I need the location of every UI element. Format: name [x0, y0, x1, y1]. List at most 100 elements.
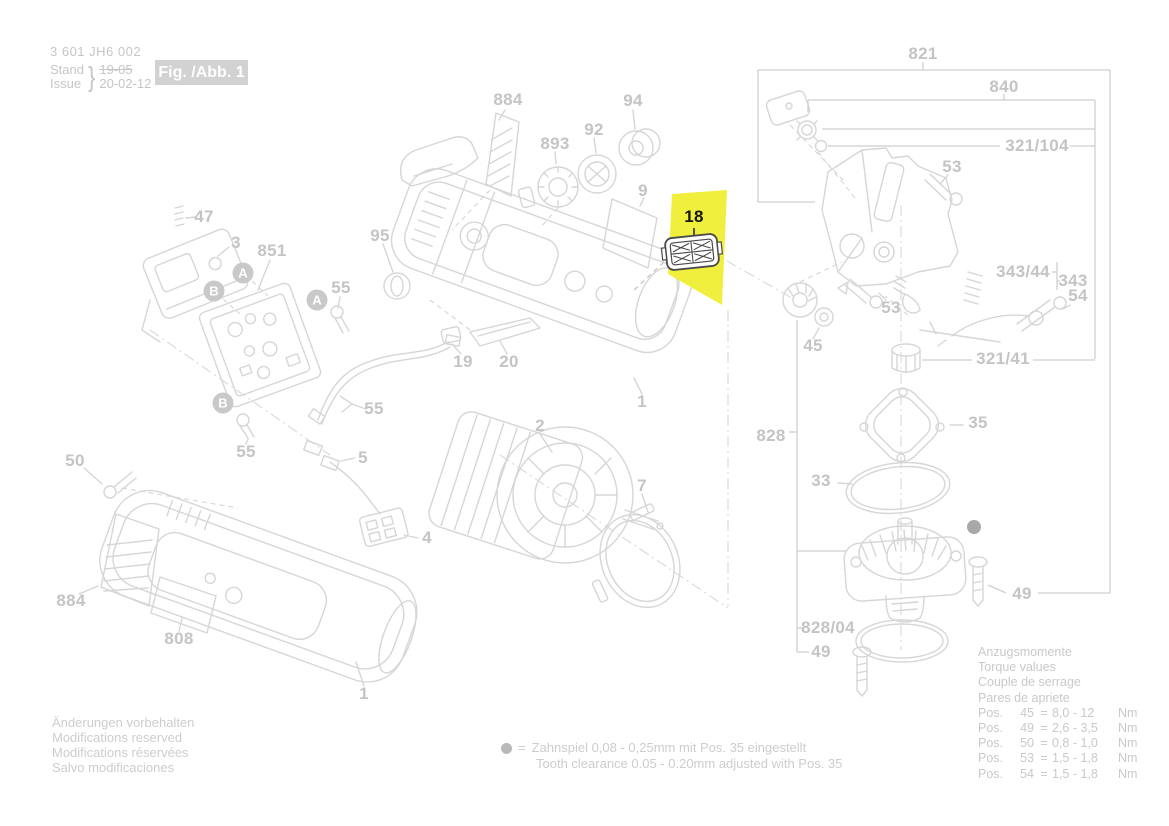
part-label-884[interactable]: 884: [493, 90, 523, 109]
part-label-55[interactable]: 55: [236, 442, 256, 461]
part-label-49[interactable]: 49: [1012, 584, 1032, 603]
part-label-53[interactable]: 53: [942, 157, 962, 176]
part-18-art: [631, 228, 724, 293]
screw-55a-art: [330, 296, 350, 334]
cover-94-art: [618, 109, 661, 166]
module-851-art: [198, 259, 322, 408]
brace-glyph: }: [87, 60, 96, 92]
screw-55b-art: [236, 413, 255, 445]
torque-heading: Couple de serrage: [978, 675, 1081, 690]
part-label-828-04[interactable]: 828/04: [801, 618, 855, 637]
torque-heading: Anzugsmomente: [978, 645, 1072, 659]
part-label-49[interactable]: 49: [811, 642, 831, 661]
part-label-321-104[interactable]: 321/104: [1005, 136, 1069, 155]
part-label-828[interactable]: 828: [756, 426, 786, 445]
part-label-321-41[interactable]: 321/41: [976, 349, 1030, 368]
part-label-343[interactable]: 343: [1058, 271, 1088, 290]
screw-50-art: [83, 467, 137, 499]
clearance-line-1: Zahnspiel 0,08 - 0,25mm mit Pos. 35 eing…: [531, 740, 807, 755]
part-label-92[interactable]: 92: [584, 120, 604, 139]
upper-housing-art: [390, 168, 693, 354]
ref-circle-B: B: [203, 280, 225, 302]
harness-art: [307, 333, 462, 515]
part-label-3[interactable]: 3: [231, 233, 241, 252]
header-block: 3 601 JH6 002 Stand Issue } 19-05 20-02-…: [50, 44, 151, 91]
part-label-7[interactable]: 7: [637, 476, 647, 495]
plug-4-art: [358, 507, 419, 547]
part-label-840[interactable]: 840: [989, 77, 1019, 96]
part-label-808[interactable]: 808: [164, 629, 194, 648]
part-label-50[interactable]: 50: [65, 451, 85, 470]
slide-button-art: [765, 90, 828, 153]
knob-95-art: [382, 243, 411, 300]
modifications-line: Salvo modificaciones: [52, 760, 175, 775]
part-label-821[interactable]: 821: [908, 44, 938, 63]
connectors-5-art: [303, 439, 356, 472]
equals-sign: =: [518, 740, 526, 755]
panel-9-art: [602, 197, 658, 269]
screw-53b-art: [844, 278, 887, 309]
gear-housing-art: [821, 147, 959, 287]
part-label-94[interactable]: 94: [623, 91, 643, 110]
part-label-33[interactable]: 33: [811, 471, 831, 490]
lower-housing-art: [99, 377, 643, 687]
part-label-1[interactable]: 1: [359, 684, 369, 703]
screw-49b-art: [852, 646, 872, 697]
part-label-851[interactable]: 851: [257, 241, 287, 260]
part-label-55[interactable]: 55: [331, 278, 351, 297]
ref-circle-B: B: [212, 392, 234, 414]
top-flap-art: [399, 136, 479, 187]
part-label-4[interactable]: 4: [422, 528, 432, 547]
modifications-line: Modifications réservées: [52, 745, 189, 760]
modifications-line: Modifications reserved: [52, 730, 183, 745]
part-label-5[interactable]: 5: [358, 448, 368, 467]
part-label-1[interactable]: 1: [637, 392, 647, 411]
screw-49a-art: [968, 556, 988, 607]
bevel-gear-45-art: [782, 281, 849, 340]
part-label-19[interactable]: 19: [453, 352, 473, 371]
part-label-54[interactable]: 54: [1068, 286, 1088, 305]
part-label-45[interactable]: 45: [803, 336, 823, 355]
ref-circle-A: A: [232, 262, 254, 284]
axis-lines: [149, 205, 902, 650]
superseded-date: 19-05: [99, 62, 133, 77]
part-label-9[interactable]: 9: [638, 181, 648, 200]
part-label-47[interactable]: 47: [194, 207, 214, 226]
parts-19-20-art: [440, 317, 541, 355]
ref-circle-A: A: [306, 289, 328, 311]
dot-symbol: [501, 742, 512, 754]
part-label-343-44[interactable]: 343/44: [996, 262, 1050, 281]
part-label-35[interactable]: 35: [968, 413, 988, 432]
ring-7-art: [591, 493, 681, 609]
clearance-note: = Zahnspiel 0,08 - 0,25mm mit Pos. 35 ei…: [501, 740, 842, 772]
torque-heading: Pares de apriete: [978, 690, 1070, 705]
gasket-35-art: [859, 387, 964, 463]
issue-date: 20-02-12: [99, 76, 152, 91]
modifications-line: Änderungen vorbehalten: [52, 715, 195, 730]
document-number: 3 601 JH6 002: [50, 44, 142, 59]
part-label-95[interactable]: 95: [370, 226, 390, 245]
nut-321-41-art: [891, 343, 921, 374]
part-label-884[interactable]: 884: [56, 591, 86, 610]
part-label-55[interactable]: 55: [364, 399, 384, 418]
motor-art: [428, 411, 664, 564]
part-label-20[interactable]: 20: [499, 352, 519, 371]
ring-92-art: [577, 137, 617, 194]
part-label-53[interactable]: 53: [881, 298, 901, 317]
part-label-18[interactable]: 18: [684, 207, 704, 226]
clearance-dot-marker: [967, 520, 981, 534]
part-label-893[interactable]: 893: [540, 134, 570, 153]
vent-insert-bottom-art: [78, 513, 160, 607]
stand-label: Stand: [50, 62, 84, 77]
part-label-2[interactable]: 2: [535, 416, 545, 435]
issue-label: Issue: [50, 76, 82, 91]
torque-heading: Torque values: [978, 660, 1056, 675]
